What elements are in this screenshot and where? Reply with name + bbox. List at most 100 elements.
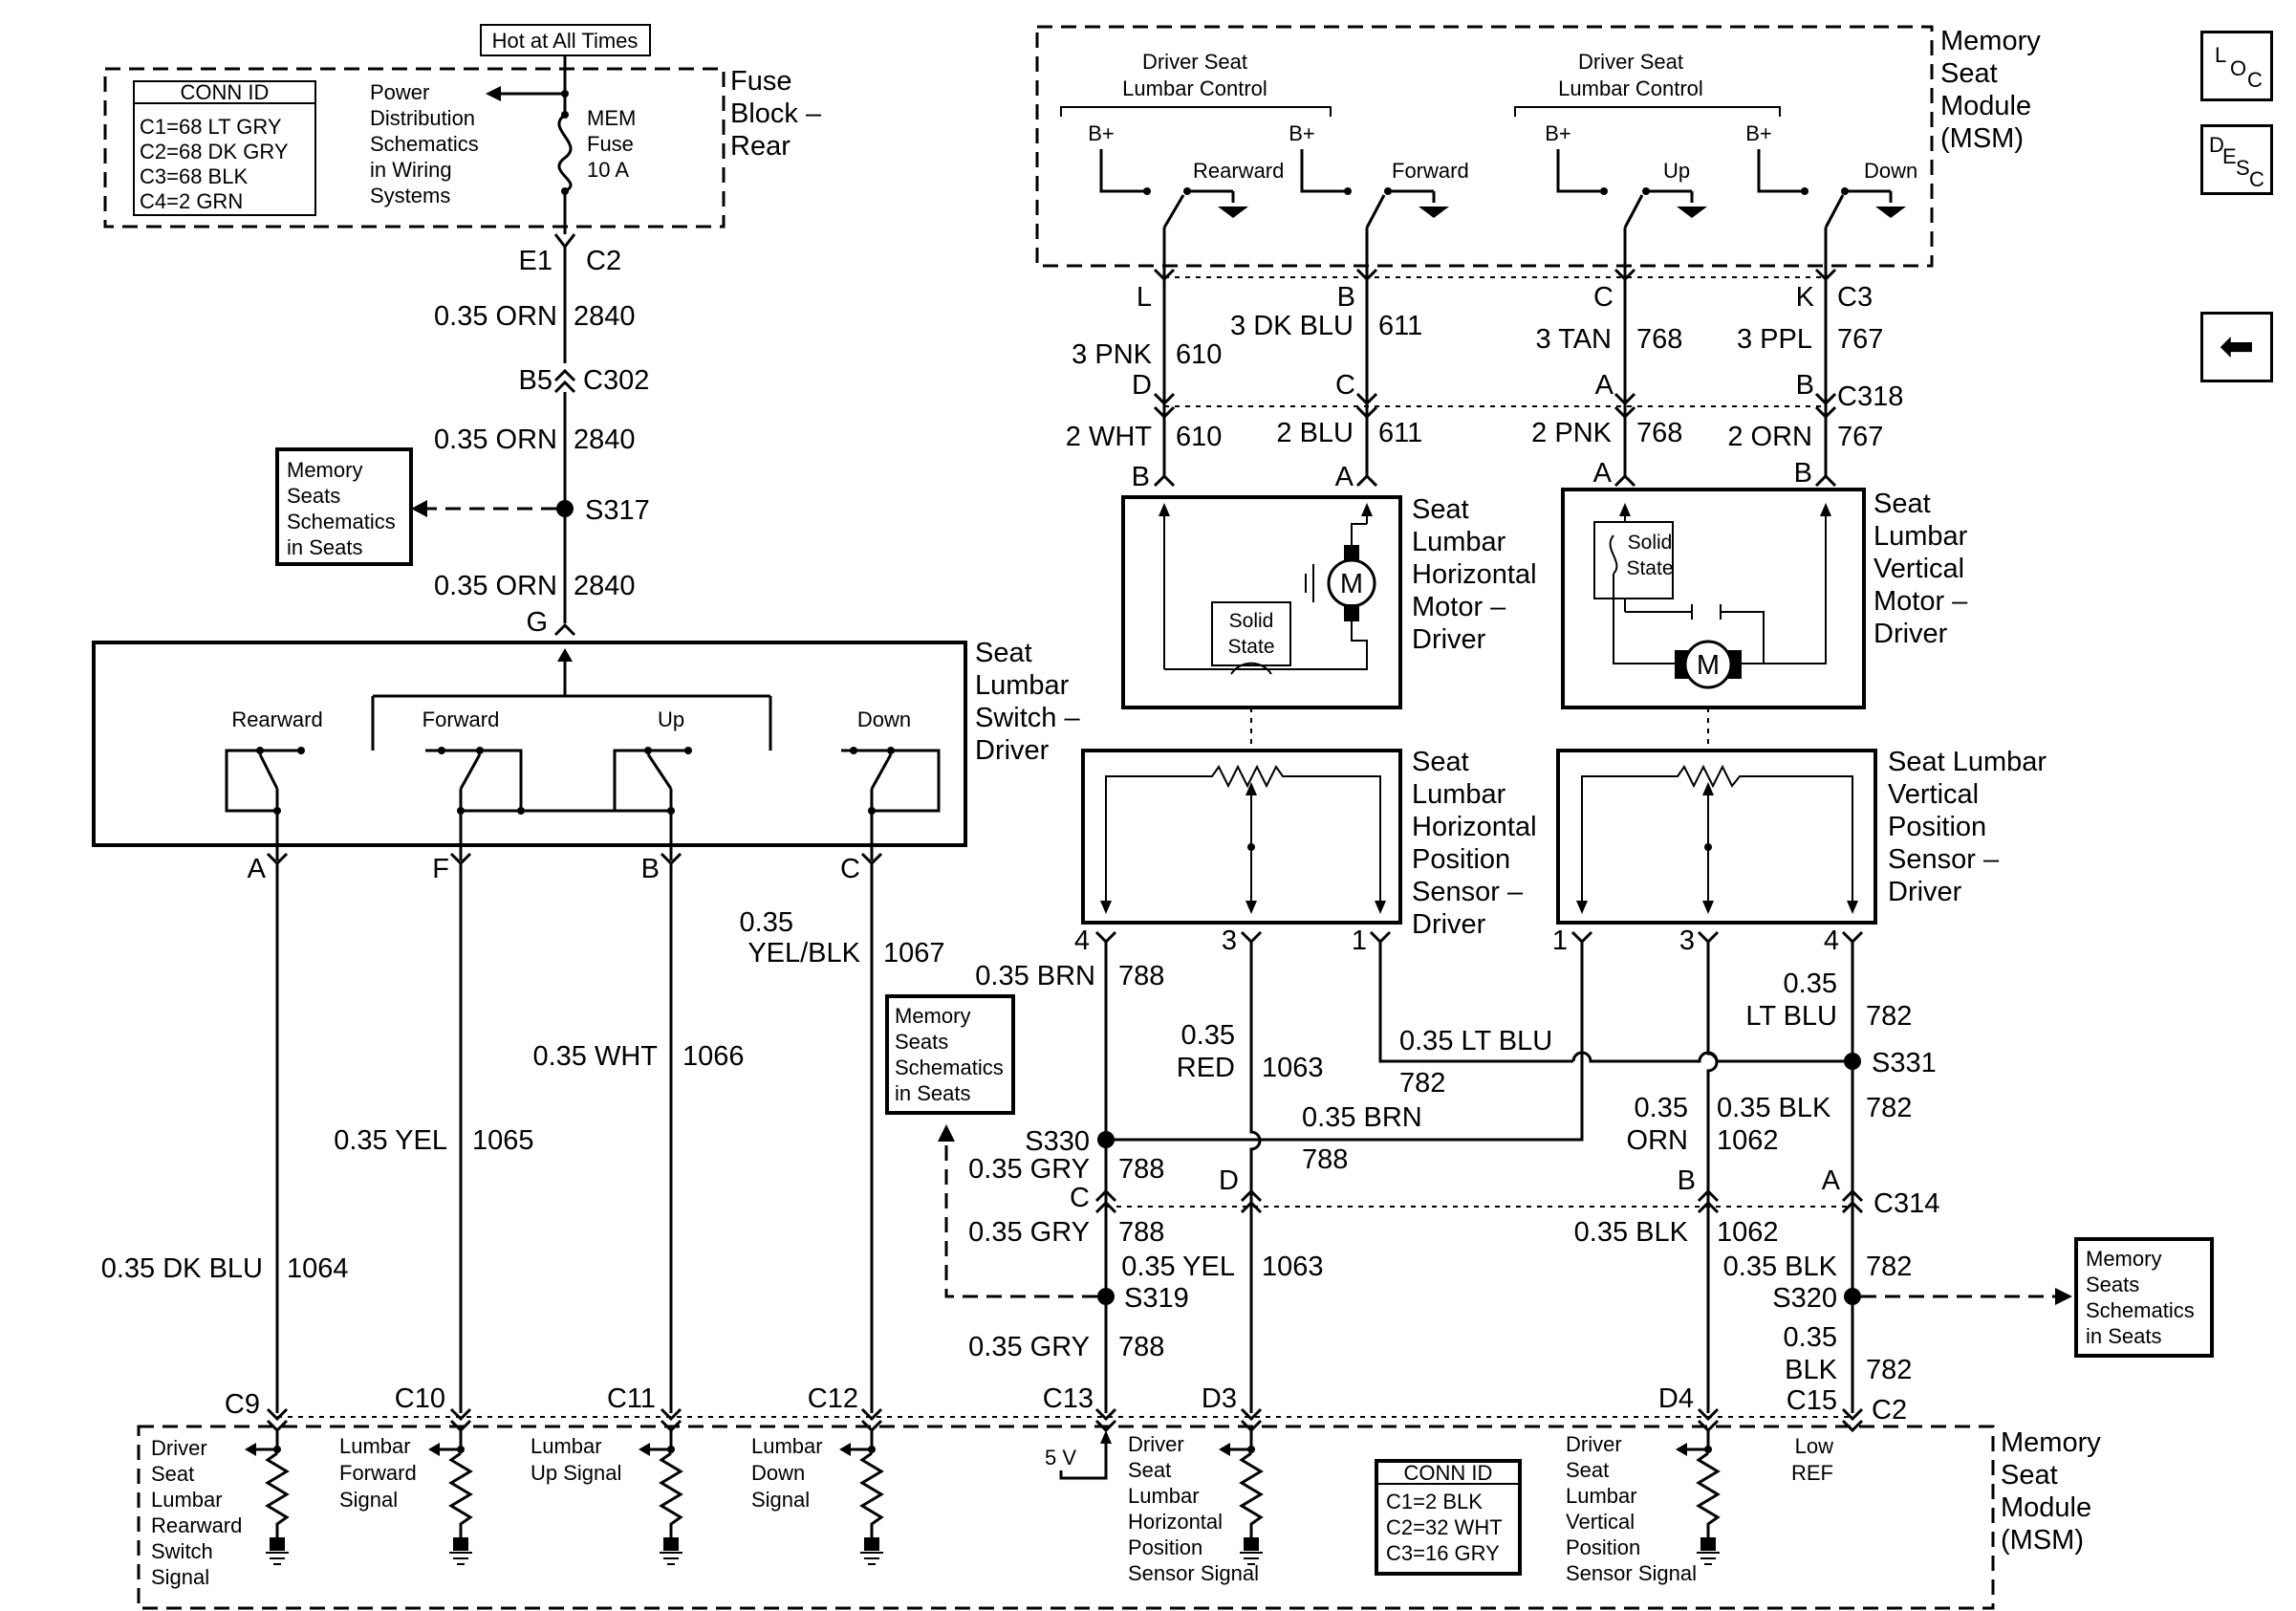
msm-conn-id-c2: C2=32 WHT (1386, 1515, 1503, 1539)
wire-label-3-tan: 3 TAN (1535, 324, 1612, 355)
wire-label-yel-blk-2: YEL/BLK (747, 938, 860, 969)
relay-contact-forward-icon (1365, 194, 1386, 229)
h-sensor-signal-3: Lumbar (1128, 1484, 1200, 1508)
switch-name-3: Switch – (975, 703, 1080, 733)
h-sensor-pin-1: 1 (1352, 925, 1367, 956)
switch-output-wires: 0.35 DK BLU 1064 0.35 YEL 1065 0.35 WHT … (101, 863, 945, 1413)
relay-up-label: Up (1663, 159, 1690, 183)
loc-letter-c: C (2247, 68, 2263, 92)
wire-label-3-dk-blu: 3 DK BLU (1230, 311, 1354, 341)
conn-c2: C2 (586, 246, 621, 276)
back-button[interactable]: ⬅ (2200, 312, 2273, 382)
splice-s320-label: S320 (1772, 1283, 1837, 1314)
h-motor-pin-a: A (1335, 462, 1354, 492)
h-sensor-name-3: Horizontal (1412, 812, 1537, 842)
fuse-block-label-1: Fuse (730, 66, 791, 97)
s320-ref-arrow-icon (2055, 1288, 2072, 1305)
splice-s319-label: S319 (1124, 1283, 1189, 1314)
switch-pin-f: F (432, 854, 449, 884)
seat-lumbar-switch: Seat Lumbar Switch – Driver Rearward For… (92, 638, 1080, 884)
wire-label-blk-5: BLK (1785, 1355, 1837, 1385)
ref-box-3-line-1: Memory (2086, 1247, 2161, 1271)
power-dist-label-4: in Wiring (370, 158, 452, 182)
wire-label-orn-3: 0.35 ORN (434, 571, 557, 601)
horizontal-motor: Seat Lumbar Horizontal Motor – Driver M … (1121, 494, 1537, 751)
relay-forward-label: Forward (1392, 159, 1469, 183)
pin-g: G (526, 607, 548, 638)
ground-icon-7 (660, 1552, 682, 1565)
bplus-label-1: B+ (1088, 121, 1115, 145)
ref-box-3-line-2: Seats (2086, 1273, 2139, 1296)
sensor-wiring: 0.35 BRN 788 0.35 RED 1063 0.35 LT BLU 7… (885, 942, 2214, 1426)
h-motor-name-3: Horizontal (1412, 559, 1537, 590)
splice-s317-label: S317 (585, 495, 650, 526)
h-solid-state-2: State (1227, 636, 1274, 658)
msm-5v-reference: 5 V (1045, 1407, 1117, 1480)
vertical-motor: Seat Lumbar Vertical Motor – Driver Soli… (1561, 488, 1968, 751)
wire-label-2-pnk: 2 PNK (1531, 418, 1612, 448)
msm-pin-d4: D4 (1658, 1383, 1694, 1414)
relay-rearward-label: Rearward (1193, 159, 1284, 183)
v-sensor-pin-1: 1 (1552, 925, 1568, 956)
wire-label-blk-4: 0.35 (1784, 1322, 1837, 1353)
h-sensor-name-4: Position (1412, 844, 1510, 875)
h-sensor-potentiometer-icon (1105, 764, 1381, 908)
msm-conn-id-title: CONN ID (1404, 1461, 1493, 1485)
msm-top-name-4: (MSM) (1940, 123, 2024, 154)
v-motor-icon (1683, 640, 1733, 689)
msm-input-h-sensor: Driver Seat Lumbar Horizontal Position S… (1128, 1407, 1264, 1585)
ref-box-1-line-3: Schematics (287, 510, 396, 533)
splice-s319 (1097, 1288, 1115, 1305)
vertical-sensor: Seat Lumbar Vertical Position Sensor – D… (1552, 747, 2047, 956)
resistor-icon-5 (1239, 1451, 1264, 1537)
splice-s317 (556, 500, 574, 517)
down-signal-2: Down (751, 1461, 805, 1485)
wire-label-brn-1: 0.35 BRN (975, 961, 1095, 991)
wire-label-3-ppl: 3 PPL (1737, 324, 1812, 355)
circuit-2840-2: 2840 (574, 425, 636, 455)
wire-label-blk-3: 0.35 BLK (1723, 1252, 1838, 1282)
wire-label-yel-blk-1: 0.35 (740, 907, 793, 938)
ref-box-2-line-2: Seats (895, 1030, 948, 1054)
v-sensor-name-5: Driver (1888, 877, 1962, 907)
h-sensor-signal-6: Sensor Signal (1128, 1561, 1259, 1585)
switch-contact-forward-icon (459, 753, 482, 790)
h-solid-state-box (1211, 601, 1291, 666)
switch-name-2: Lumbar (975, 670, 1070, 701)
ground-icon-9 (1240, 1552, 1263, 1565)
msm-bottom-name-4: (MSM) (2001, 1525, 2084, 1556)
v-sensor-name-3: Position (1888, 812, 1986, 842)
v-solid-state-2: State (1626, 557, 1673, 579)
v-sensor-potentiometer-icon (1581, 764, 1853, 908)
hot-label: Hot at All Times (492, 29, 639, 53)
lumbar-control-1-line-2: Lumbar Control (1122, 76, 1267, 100)
c314-pin-c: C (1070, 1183, 1090, 1213)
bplus-label-3: B+ (1545, 121, 1571, 145)
conn-c302: C302 (583, 365, 649, 396)
v-sensor-pin-3: 3 (1679, 925, 1695, 956)
circuit-767-2: 767 (1837, 422, 1883, 452)
wire-label-red-2: RED (1177, 1053, 1235, 1083)
v-motor-housing (1561, 488, 1866, 709)
connector-e1-icon (553, 233, 576, 250)
relay-down-label: Down (1864, 159, 1917, 183)
pin-b5: B5 (519, 365, 552, 396)
loc-letter-o: O (2230, 56, 2246, 80)
location-button[interactable]: L O C (2200, 31, 2273, 101)
switch-contact-rearward-icon (258, 753, 279, 790)
wire-label-orn-2: 0.35 ORN (434, 425, 557, 455)
c318-pin-c: C (1335, 370, 1355, 401)
back-arrow-icon: ⬅ (2219, 322, 2255, 371)
wire-label-red-1: 0.35 (1181, 1020, 1235, 1051)
wire-label-orn-1: 0.35 ORN (434, 301, 557, 332)
circuit-782-1: 782 (1399, 1068, 1445, 1099)
description-button[interactable]: D E S C (2200, 124, 2273, 195)
pin-e1: E1 (519, 246, 552, 276)
c318-pin-b: B (1796, 370, 1814, 401)
wire-label-lt-blu-2: 0.35 (1784, 969, 1837, 999)
ground-icon-10 (1697, 1552, 1720, 1565)
circuit-768-2: 768 (1636, 418, 1682, 448)
fuse-block-section: Hot at All Times Fuse Block – Rear CONN … (103, 24, 822, 234)
msm-pin-d3: D3 (1202, 1383, 1237, 1414)
msm-pin-c13: C13 (1043, 1383, 1094, 1414)
